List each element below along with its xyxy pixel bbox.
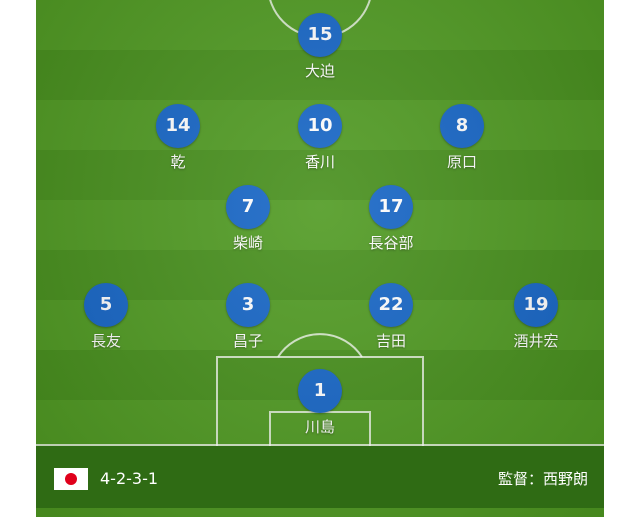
player-name: 酒井宏	[513, 332, 559, 350]
player-name: 長谷部	[368, 234, 414, 252]
coach-label: 監督：西野朗	[497, 470, 588, 488]
player-dm-left[interactable]: 7 柴崎	[208, 185, 288, 252]
player-name: 長友	[90, 332, 121, 350]
player-name: 大迫	[304, 62, 335, 80]
player-cb-left[interactable]: 3 昌子	[208, 283, 288, 350]
pitch: 15 大迫 14 乾 10 香川 8 原口 7 柴崎 17 長谷部 5 長友 3…	[36, 0, 604, 517]
formation-footer: 4-2-3-1 監督：西野朗	[36, 446, 604, 508]
player-number-badge: 7	[226, 185, 270, 229]
player-name: 原口	[446, 153, 477, 171]
player-number-badge: 1	[298, 369, 342, 413]
player-lb[interactable]: 5 長友	[66, 283, 146, 350]
player-number-badge: 17	[369, 185, 413, 229]
player-rb[interactable]: 19 酒井宏	[496, 283, 576, 350]
player-am[interactable]: 10 香川	[280, 104, 360, 171]
player-number-badge: 3	[226, 283, 270, 327]
player-name: 香川	[304, 153, 335, 171]
player-gk[interactable]: 1 川島	[280, 369, 360, 436]
player-rw[interactable]: 8 原口	[422, 104, 502, 171]
player-number-badge: 10	[298, 104, 342, 148]
formation-label: 4-2-3-1	[100, 469, 159, 488]
player-number-badge: 15	[298, 13, 342, 57]
player-name: 吉田	[375, 332, 406, 350]
player-cb-right[interactable]: 22 吉田	[351, 283, 431, 350]
player-name: 乾	[170, 153, 186, 171]
player-number-badge: 19	[514, 283, 558, 327]
player-lw[interactable]: 14 乾	[138, 104, 218, 171]
player-fw[interactable]: 15 大迫	[280, 13, 360, 80]
japan-flag-icon	[54, 468, 88, 490]
player-number-badge: 14	[156, 104, 200, 148]
player-dm-right[interactable]: 17 長谷部	[351, 185, 431, 252]
player-number-badge: 8	[440, 104, 484, 148]
player-number-badge: 5	[84, 283, 128, 327]
player-name: 昌子	[232, 332, 263, 350]
player-number-badge: 22	[369, 283, 413, 327]
player-name: 川島	[304, 418, 335, 436]
player-name: 柴崎	[232, 234, 263, 252]
